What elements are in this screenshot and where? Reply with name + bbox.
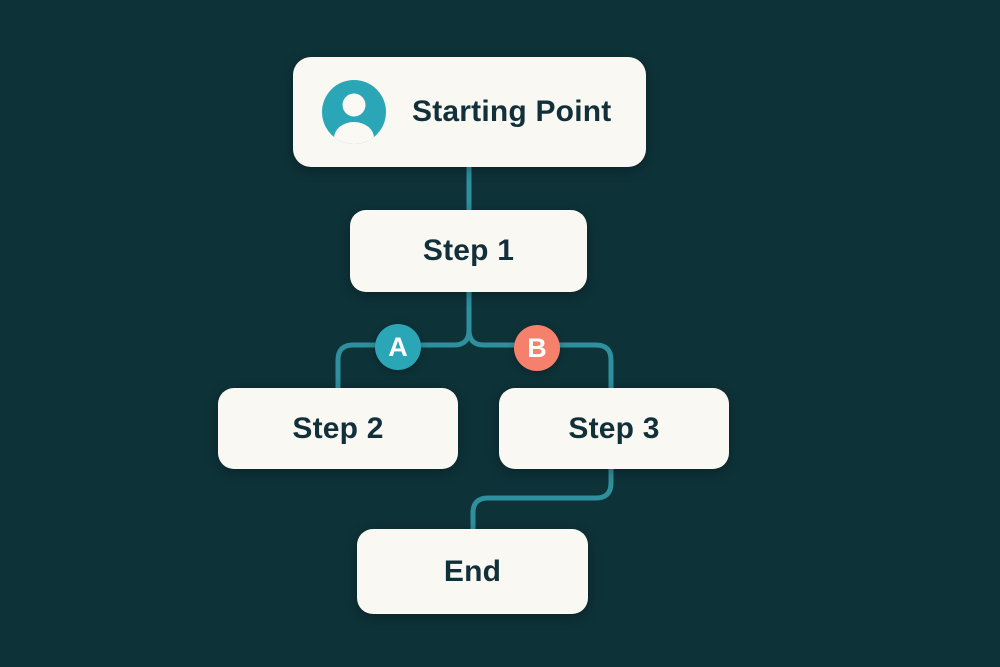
- node-label-step-2: Step 2: [292, 411, 384, 445]
- node-label-step-3: Step 3: [568, 411, 660, 445]
- node-step-1: Step 1: [350, 210, 587, 292]
- node-label-end: End: [443, 554, 502, 588]
- branch-label-b: B: [527, 332, 547, 363]
- branch-label-a: A: [388, 331, 408, 362]
- branch-badge-b: B: [514, 325, 560, 371]
- node-label-starting-point: Starting Point: [412, 95, 612, 128]
- node-end: End: [357, 529, 588, 614]
- node-step-3: Step 3: [499, 388, 729, 469]
- node-step-2: Step 2: [218, 388, 458, 469]
- node-label-step-1: Step 1: [422, 234, 515, 267]
- branch-badge-a: A: [375, 324, 421, 370]
- user-avatar-icon: [322, 80, 386, 144]
- node-starting-point: Starting Point: [293, 57, 646, 167]
